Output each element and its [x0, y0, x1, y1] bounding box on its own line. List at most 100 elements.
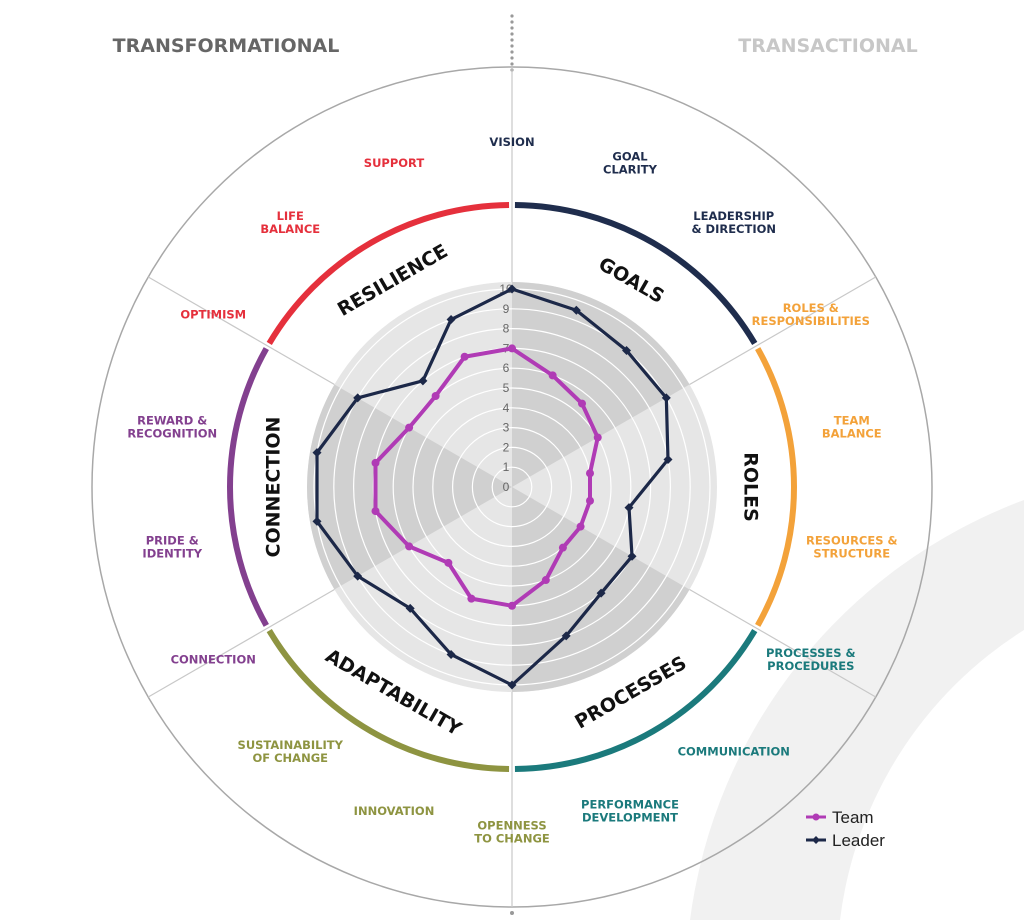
- category-label: CONNECTION: [171, 653, 256, 667]
- leader-point: [507, 284, 517, 294]
- background-arc: [690, 500, 1024, 920]
- team-point: [371, 507, 380, 516]
- category-label-line: BALANCE: [822, 427, 882, 441]
- radar-series: [312, 284, 673, 690]
- segment-label-connection: CONNECTION: [263, 417, 285, 558]
- tick-label: 9: [503, 302, 510, 316]
- team-point: [585, 496, 594, 505]
- category-label-line: & DIRECTION: [691, 222, 776, 236]
- leader-point: [571, 305, 581, 315]
- category-label-line: RESPONSIBILITIES: [752, 314, 870, 328]
- team-point: [508, 601, 516, 610]
- segment-divider: [147, 588, 335, 698]
- divider-dot: [510, 26, 514, 30]
- team-point: [585, 469, 594, 478]
- segment-arc-connection: [227, 347, 269, 627]
- background-sector-dark: [512, 282, 690, 487]
- series-team: [371, 344, 602, 610]
- team-point: [541, 576, 550, 585]
- leader-point: [622, 345, 632, 355]
- category-label-line: ROLES &: [783, 301, 839, 315]
- grid-ring: [353, 328, 671, 646]
- category-label: PRIDE &IDENTITY: [142, 533, 202, 560]
- category-label: INNOVATION: [354, 804, 435, 818]
- top-divider-dots: [510, 14, 514, 72]
- leader-point: [596, 588, 606, 598]
- category-label: ROLES &RESPONSIBILITIES: [752, 301, 870, 328]
- tick-label: 8: [503, 322, 510, 336]
- tick-label: 2: [503, 440, 510, 454]
- tick-label: 0: [503, 480, 510, 494]
- category-label: VISION: [489, 135, 534, 149]
- category-label-line: PERFORMANCE: [581, 798, 679, 812]
- category-label-line: GOAL: [612, 149, 648, 163]
- segment-divider: [689, 276, 877, 386]
- segment-divider-lines: [147, 67, 877, 907]
- category-label-line: COMMUNICATION: [678, 744, 790, 758]
- team-point: [558, 543, 567, 552]
- legend: Team Leader: [806, 808, 885, 850]
- category-label-line: CONNECTION: [171, 653, 256, 667]
- leader-point: [312, 448, 322, 458]
- category-label-line: SUSTAINABILITY: [238, 738, 344, 752]
- team-point: [508, 344, 516, 353]
- legend-item-team: Team: [806, 808, 874, 827]
- segment-label-goals: GOALS: [595, 253, 668, 308]
- category-label-line: TEAM: [834, 414, 870, 428]
- segment-arc-goals: [514, 202, 758, 345]
- leader-point: [353, 393, 363, 403]
- grid-ring: [412, 387, 612, 587]
- leader-point: [312, 516, 322, 526]
- header-transformational: TRANSFORMATIONAL: [113, 35, 340, 57]
- team-point: [577, 399, 586, 408]
- segment-arc-roles: [755, 347, 797, 627]
- divider-dot: [510, 20, 514, 24]
- category-label-line: INNOVATION: [354, 804, 435, 818]
- team-point: [444, 558, 453, 567]
- leader-point: [627, 551, 637, 561]
- team-point: [405, 423, 414, 432]
- segment-label-roles: ROLES: [740, 452, 762, 522]
- category-label: PROCESSES &PROCEDURES: [766, 646, 856, 673]
- segment-arc-processes: [514, 629, 758, 772]
- category-label-line: SUPPORT: [364, 156, 425, 170]
- category-label-line: OPTIMISM: [180, 308, 246, 322]
- team-point: [460, 352, 469, 361]
- category-label-line: STRUCTURE: [813, 546, 890, 560]
- divider-dot: [510, 44, 514, 48]
- tick-label: 6: [503, 361, 510, 375]
- tick-label: 1: [503, 460, 510, 474]
- legend-leader-label: Leader: [832, 831, 885, 850]
- segment-divider: [147, 276, 335, 386]
- category-label-line: CLARITY: [603, 162, 658, 176]
- leader-point: [353, 571, 363, 581]
- category-label-line: PROCESSES &: [766, 646, 856, 660]
- team-point: [576, 522, 585, 531]
- leader-point: [624, 503, 634, 513]
- category-label-line: OF CHANGE: [252, 751, 328, 765]
- background-sector-dark: [307, 384, 512, 590]
- category-label-line: LEADERSHIP: [693, 209, 774, 223]
- category-label-line: DEVELOPMENT: [582, 811, 678, 825]
- segment-divider: [689, 588, 877, 698]
- team-point: [548, 371, 557, 380]
- tick-label: 3: [503, 421, 510, 435]
- grid-ring: [452, 427, 573, 548]
- category-label: SUPPORT: [364, 156, 425, 170]
- divider-dot: [510, 32, 514, 36]
- category-label-line: RECOGNITION: [127, 427, 217, 441]
- bottom-divider-dot: [510, 911, 514, 915]
- team-point: [431, 391, 440, 400]
- category-label: OPTIMISM: [180, 308, 246, 322]
- category-label-line: RESOURCES &: [806, 533, 898, 547]
- category-label: LEADERSHIP& DIRECTION: [691, 209, 776, 236]
- tick-label: 5: [503, 381, 510, 395]
- divider-dot: [510, 62, 514, 66]
- divider-dot: [510, 14, 514, 18]
